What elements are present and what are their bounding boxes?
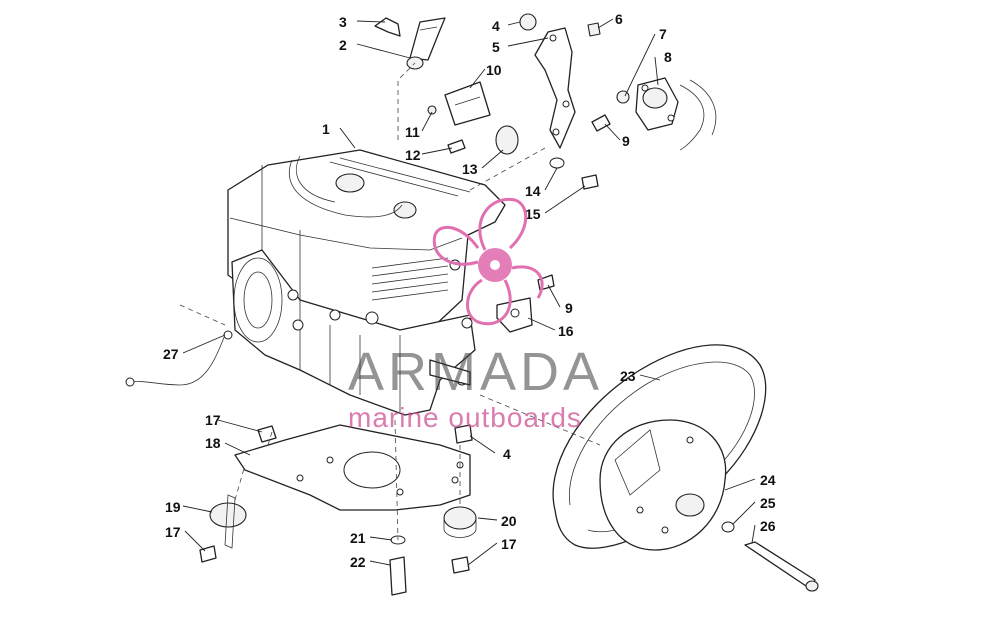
callout-17-upper: 17 xyxy=(205,412,221,428)
callout-14: 14 xyxy=(525,183,541,199)
callout-27: 27 xyxy=(163,346,179,362)
callout-17-right: 17 xyxy=(501,536,517,552)
propeller-logo-icon xyxy=(432,197,544,326)
watermark: ARMADA marine outboards xyxy=(348,197,603,433)
callout-21: 21 xyxy=(350,530,366,546)
leader-lines xyxy=(182,18,756,566)
callout-23: 23 xyxy=(620,368,636,384)
callout-18: 18 xyxy=(205,435,221,451)
callout-25: 25 xyxy=(760,495,776,511)
callout-15: 15 xyxy=(525,206,541,222)
mount-hardware xyxy=(427,81,611,333)
callout-numbers: 1 2 3 4 4 5 6 7 8 9 9 10 11 12 13 14 15 … xyxy=(163,11,776,570)
callout-11: 11 xyxy=(405,124,420,140)
drive-clutch xyxy=(552,344,819,592)
callout-16: 16 xyxy=(558,323,574,339)
callout-24: 24 xyxy=(760,472,776,488)
callout-5: 5 xyxy=(492,39,500,55)
callout-12: 12 xyxy=(405,147,421,163)
watermark-subtitle: marine outboards xyxy=(348,402,582,433)
callout-8: 8 xyxy=(664,49,672,65)
callout-1: 1 xyxy=(322,121,330,137)
callout-4-top: 4 xyxy=(492,18,500,34)
upper-bracket xyxy=(519,13,717,151)
callout-10: 10 xyxy=(486,62,502,78)
callout-17-left: 17 xyxy=(165,524,181,540)
watermark-title: ARMADA xyxy=(348,342,603,402)
callout-2: 2 xyxy=(339,37,347,53)
callout-3: 3 xyxy=(339,14,347,30)
engine-assembly xyxy=(227,149,506,416)
callout-9-top: 9 xyxy=(622,133,630,149)
callout-7: 7 xyxy=(659,26,667,42)
callout-26: 26 xyxy=(760,518,776,534)
callout-22: 22 xyxy=(350,554,366,570)
base-plate xyxy=(199,424,477,596)
callout-6: 6 xyxy=(615,11,623,27)
callout-19: 19 xyxy=(165,499,181,515)
starter-handle xyxy=(374,17,446,70)
assembly-lines xyxy=(234,62,601,541)
callout-20: 20 xyxy=(501,513,517,529)
callout-9-lower: 9 xyxy=(565,300,573,316)
callout-13: 13 xyxy=(462,161,478,177)
ground-cable xyxy=(125,304,233,387)
callout-4-lower: 4 xyxy=(503,446,511,462)
